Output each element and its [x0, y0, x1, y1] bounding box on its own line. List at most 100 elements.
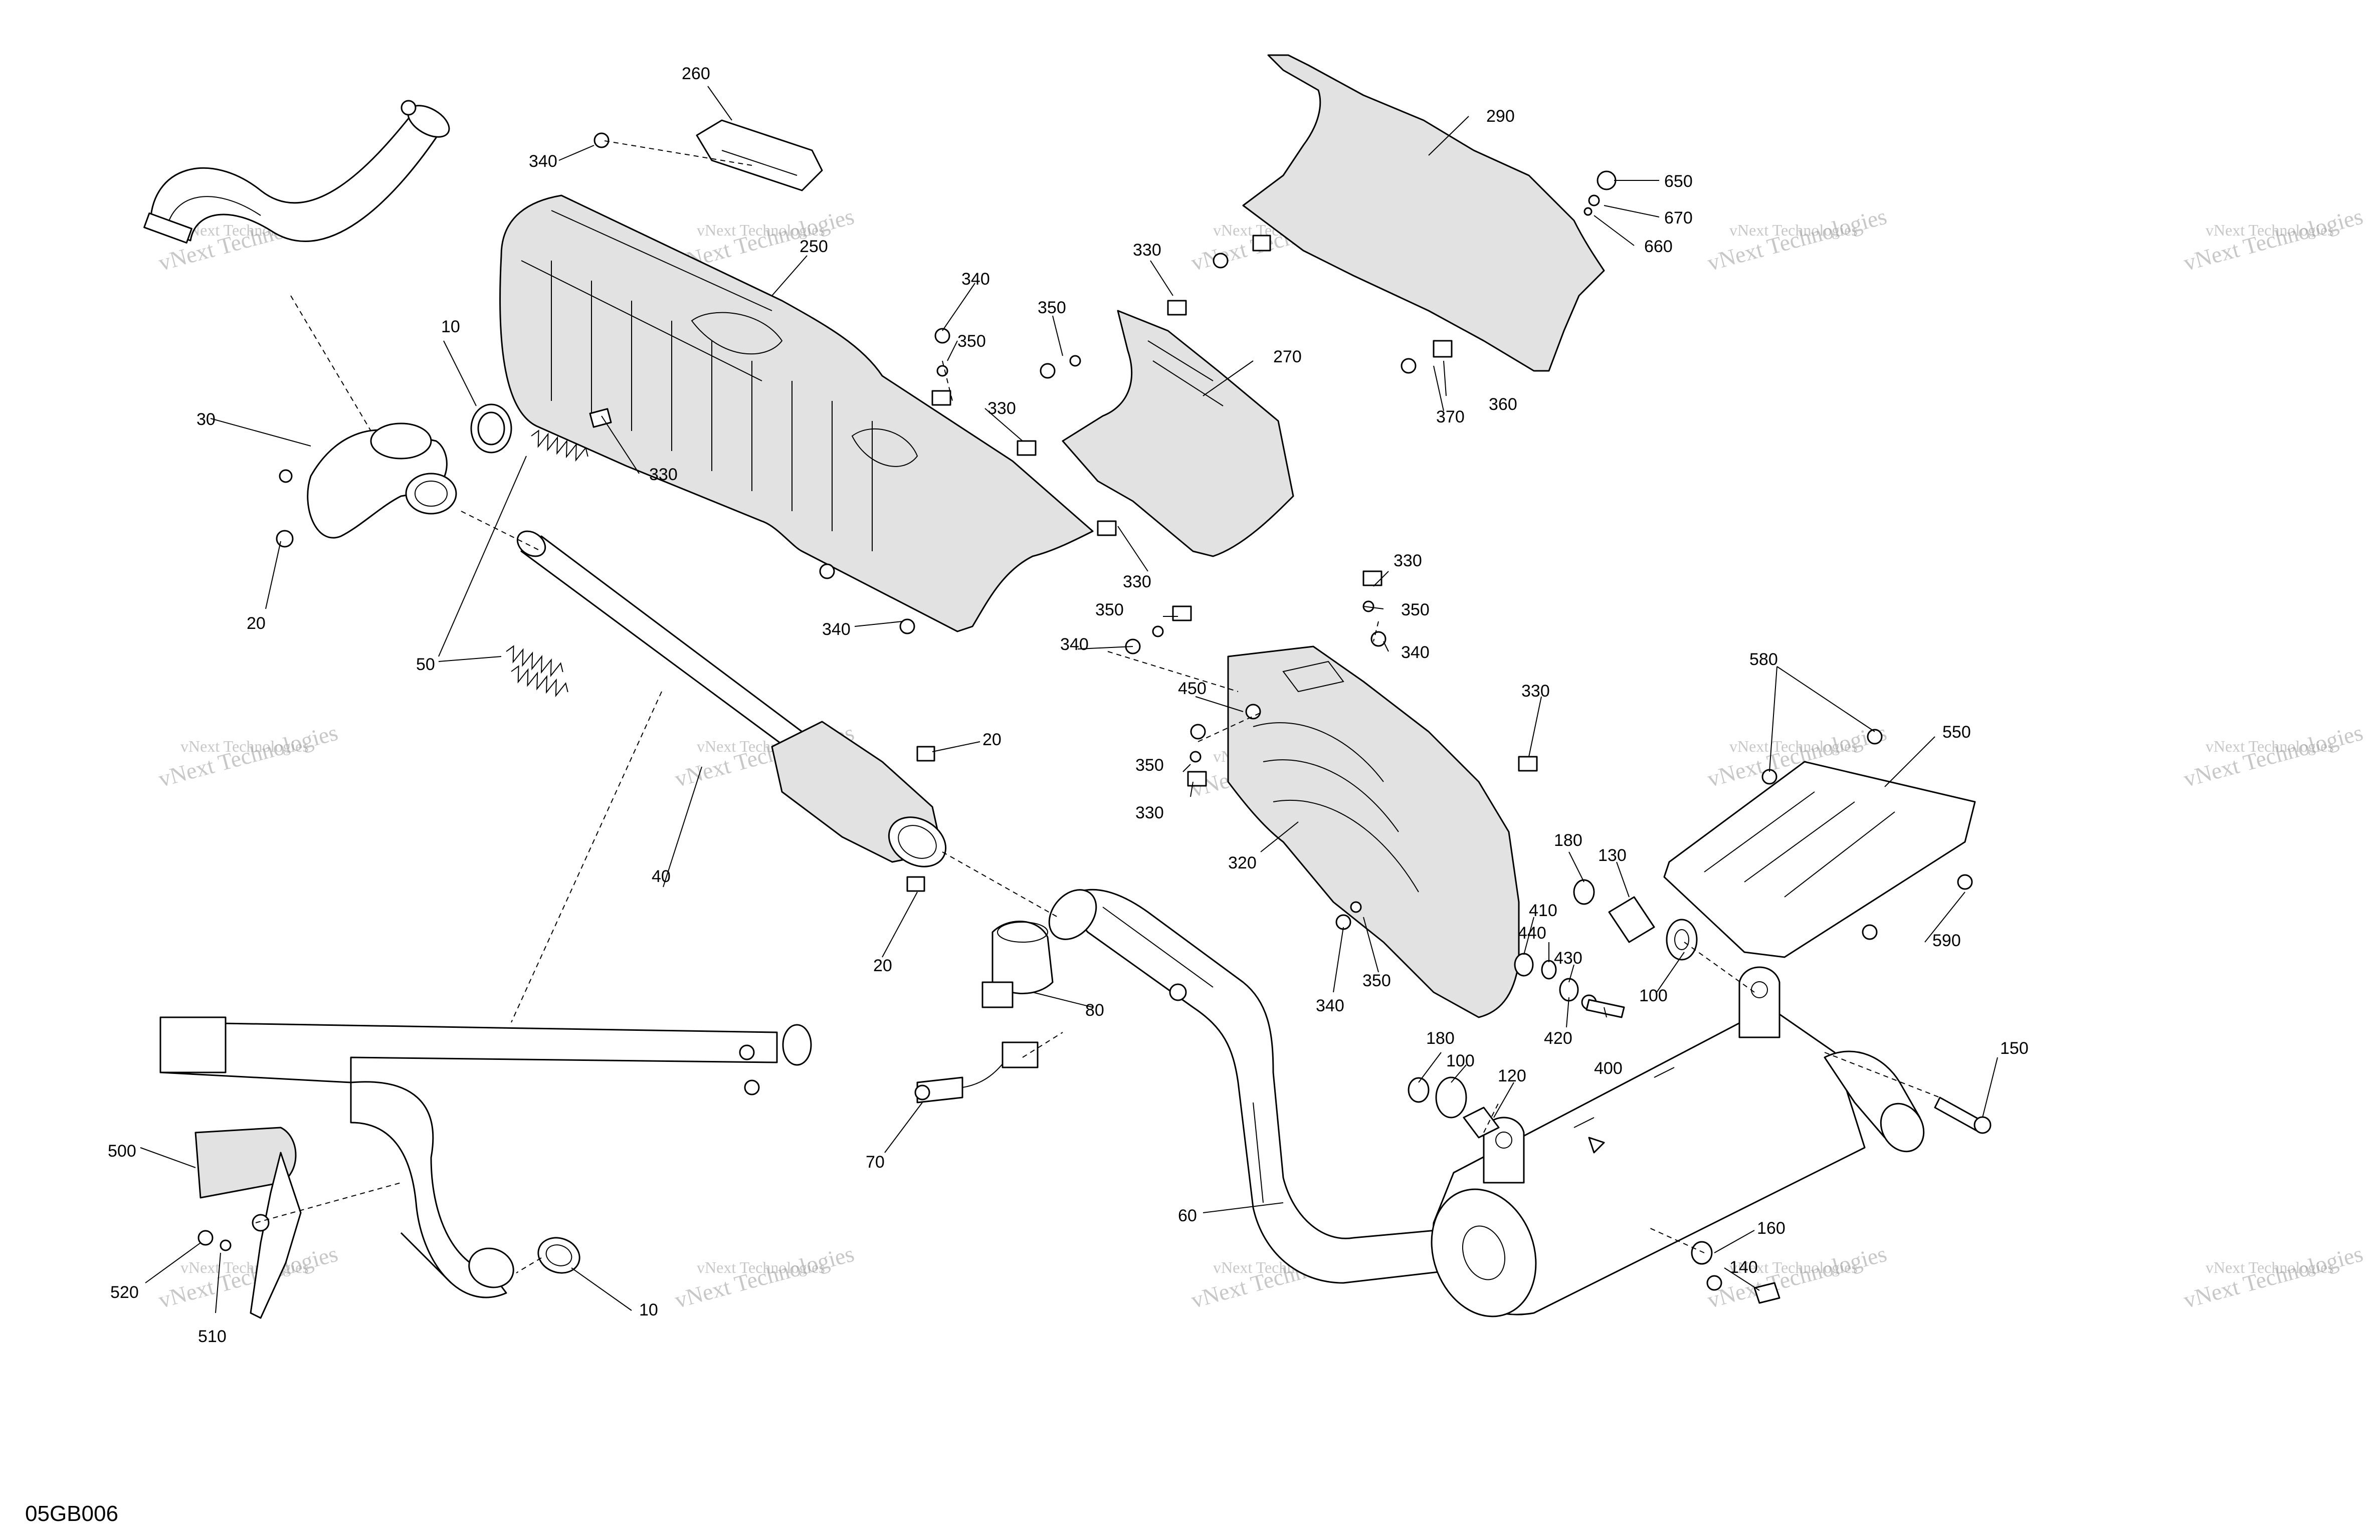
watermark: vNext Technologies: [2206, 737, 2334, 755]
callout-180: 180: [1426, 1029, 1455, 1048]
callout-520: 520: [110, 1283, 139, 1302]
callout-450: 450: [1178, 679, 1207, 698]
callout-80: 80: [1085, 1001, 1104, 1020]
callout-100: 100: [1639, 986, 1668, 1005]
watermark: vNext Technologies: [697, 1258, 825, 1276]
part-10-gasket-lower: [468, 1237, 580, 1288]
callout-20: 20: [982, 730, 1002, 749]
part-70-sensor: [914, 1041, 1039, 1104]
callout-670: 670: [1664, 208, 1693, 228]
part-muffler: [1431, 966, 1925, 1317]
watermark: vNext Technologies: [2206, 1258, 2334, 1276]
callout-350: 350: [1038, 298, 1066, 317]
callout-340: 340: [529, 152, 557, 171]
part-260-plate: [696, 119, 823, 191]
part-fasteners: [197, 132, 1722, 1291]
callout-350: 350: [1135, 756, 1164, 775]
callout-320: 320: [1228, 853, 1257, 872]
callout-330: 330: [1521, 682, 1550, 701]
callout-410: 410: [1529, 901, 1557, 920]
part-500-end-cap: [194, 1127, 302, 1319]
callout-330: 330: [649, 465, 678, 484]
watermark: vNext Technologies: [672, 1241, 857, 1313]
watermark: vNext Technologies: [2181, 203, 2365, 276]
watermark: vNext Technologies: [156, 720, 340, 792]
callout-20: 20: [873, 956, 892, 975]
part-550-tray: [1663, 729, 1976, 958]
watermark: vNext Technologies: [1729, 221, 1858, 239]
callout-330: 330: [1135, 803, 1164, 822]
callout-350: 350: [957, 332, 986, 351]
callout-360: 360: [1489, 395, 1517, 414]
watermark: vNext Technologies: [1705, 203, 1889, 276]
watermark: vNext Technologies: [2181, 1241, 2365, 1313]
callout-580: 580: [1749, 650, 1778, 669]
watermark: vNext Technologies: [180, 1258, 309, 1276]
part-320-heat-shield: [1227, 645, 1520, 1018]
part-10-gasket: [470, 403, 512, 454]
callout-340: 340: [1401, 643, 1430, 662]
part-mount-hardware: [1408, 879, 1992, 1304]
callout-510: 510: [198, 1327, 227, 1346]
watermark: vNext Technologies: [1729, 737, 1858, 755]
callout-100: 100: [1446, 1051, 1475, 1070]
callout-340: 340: [822, 620, 851, 639]
callout-420: 420: [1544, 1029, 1572, 1048]
part-manifold-elbow: [276, 422, 457, 548]
callout-660: 660: [1644, 237, 1673, 256]
callout-430: 430: [1554, 949, 1582, 968]
part-60-rear-pipe: [1048, 889, 1475, 1284]
callout-160: 160: [1757, 1219, 1786, 1238]
callout-340: 340: [961, 270, 990, 289]
callout-590: 590: [1932, 931, 1961, 950]
leader-lines: [140, 86, 1998, 1313]
callout-10: 10: [441, 317, 460, 336]
callout-30: 30: [196, 410, 216, 429]
callout-60: 60: [1178, 1206, 1197, 1225]
callout-330: 330: [1394, 551, 1422, 570]
callout-330: 330: [987, 399, 1016, 418]
callout-labels: 260 340 250 290 650 670 660 330 340 350 …: [108, 64, 2029, 1346]
callout-370: 370: [1436, 407, 1465, 426]
callout-350: 350: [1401, 600, 1430, 619]
callout-260: 260: [682, 64, 710, 83]
callout-120: 120: [1498, 1066, 1526, 1085]
callout-290: 290: [1486, 107, 1515, 126]
assembly-lines: [255, 140, 1940, 1273]
diagram-code: 05GB006: [25, 1501, 118, 1526]
callout-650: 650: [1664, 172, 1693, 191]
watermark: vNext Technologies: [180, 737, 309, 755]
part-80-clamp: [981, 921, 1054, 1008]
callout-550: 550: [1942, 723, 1971, 742]
callout-150: 150: [2000, 1039, 2029, 1058]
callout-330: 330: [1133, 241, 1161, 260]
callout-330: 330: [1123, 572, 1151, 591]
callout-350: 350: [1095, 600, 1124, 619]
watermark: vNext Technologies: [1729, 1258, 1858, 1276]
parts-layer: [143, 54, 1992, 1319]
callout-180: 180: [1554, 831, 1582, 850]
watermark: vNext Technologies: [156, 1241, 340, 1313]
callout-400: 400: [1594, 1059, 1623, 1078]
watermark: vNext Technologies: [697, 221, 825, 239]
callout-70: 70: [866, 1153, 885, 1172]
part-30-curved-pipe: [143, 100, 450, 244]
callout-130: 130: [1598, 846, 1627, 865]
callout-270: 270: [1273, 347, 1302, 366]
callout-20: 20: [247, 614, 266, 633]
callout-40: 40: [652, 867, 671, 886]
callout-350: 350: [1362, 971, 1391, 990]
part-270-shield: [1062, 310, 1294, 557]
callout-140: 140: [1729, 1258, 1758, 1277]
part-290-shield: [1242, 54, 1617, 372]
callout-50: 50: [416, 655, 435, 674]
part-250-heat-shield: [499, 194, 1094, 632]
callout-10: 10: [639, 1300, 658, 1319]
callout-340: 340: [1316, 996, 1344, 1015]
part-410-440-hardware: [1514, 953, 1625, 1018]
callout-250: 250: [800, 237, 828, 256]
callout-500: 500: [108, 1142, 136, 1161]
callout-440: 440: [1518, 924, 1546, 943]
watermark: vNext Technologies: [2181, 720, 2365, 792]
